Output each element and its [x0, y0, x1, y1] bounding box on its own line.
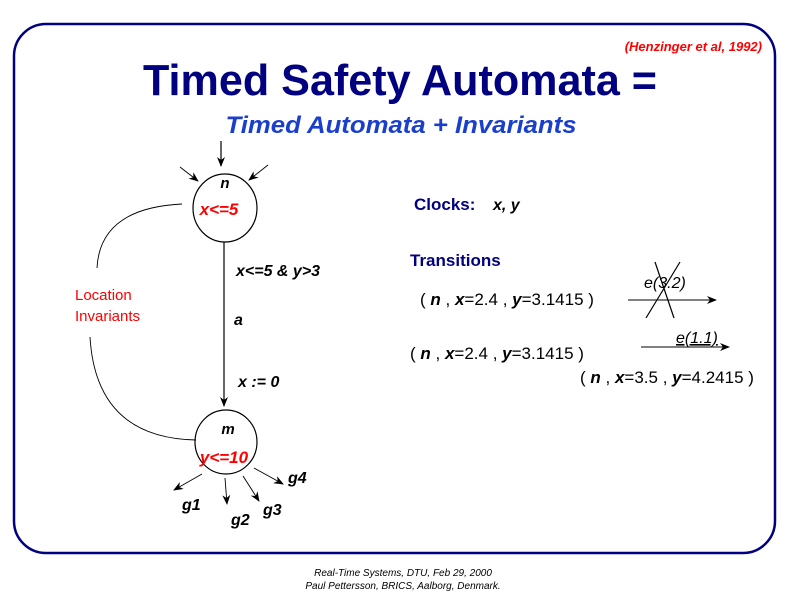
location-m-name: m	[221, 421, 234, 438]
location-n	[192, 173, 258, 243]
location-m	[194, 409, 258, 475]
transition-target-state: ( n , x=3.5 , y=4.2415 )	[580, 368, 754, 387]
guard-label-g3: g3	[262, 502, 282, 519]
outgoing-arrow-g2	[222, 477, 231, 505]
edge-guard: x<=5 & y>3	[235, 263, 320, 280]
cross-out-icon	[645, 261, 681, 319]
annotation-curve-bottom	[89, 336, 197, 441]
slide-title: Timed Safety Automata =	[143, 56, 657, 105]
outgoing-arrow-g4	[253, 467, 284, 485]
clocks-label: Clocks:	[414, 195, 475, 214]
incoming-arrow	[179, 166, 199, 182]
cross-out-icon	[654, 261, 675, 319]
outgoing-arrow-g1	[173, 473, 203, 491]
transitions-label: Transitions	[410, 251, 501, 270]
guard-label-g1: g1	[181, 497, 201, 514]
guard-label-g2: g2	[230, 512, 250, 529]
location-n-name: n	[220, 175, 229, 192]
footer-line-2: Paul Pettersson, BRICS, Aalborg, Denmark…	[305, 581, 500, 592]
delay-label-2: e(1.1)	[676, 330, 718, 347]
guard-label-g4: g4	[287, 470, 307, 487]
incoming-arrow	[248, 164, 269, 181]
outgoing-arrow-g3	[242, 475, 260, 502]
clocks-value: x, y	[492, 197, 521, 214]
location-n-invariant: x<=5	[199, 200, 239, 219]
transition-source-state-2: ( n , x=2.4 , y=3.1415 )	[410, 344, 584, 363]
citation: (Henzinger et al, 1992)	[625, 39, 762, 54]
annotation-curve-top	[96, 203, 183, 269]
annotation-invariants: Invariants	[75, 308, 140, 325]
slide-subtitle: Timed Automata + Invariants	[226, 112, 577, 139]
annotation-location: Location	[75, 287, 132, 304]
slide-frame	[12, 22, 777, 555]
automaton-diagram: n x<=5 x<=5 & y>3 a x := 0 m y<=10 g1 g2…	[75, 141, 320, 529]
edge-reset: x := 0	[237, 374, 279, 391]
edge-action: a	[234, 312, 243, 329]
transition-source-state-1: ( n , x=2.4 , y=3.1415 )	[420, 290, 594, 309]
delay-label-1: e(3.2)	[644, 275, 686, 292]
footer-line-1: Real-Time Systems, DTU, Feb 29, 2000	[314, 568, 492, 579]
location-m-invariant: y<=10	[199, 448, 249, 467]
